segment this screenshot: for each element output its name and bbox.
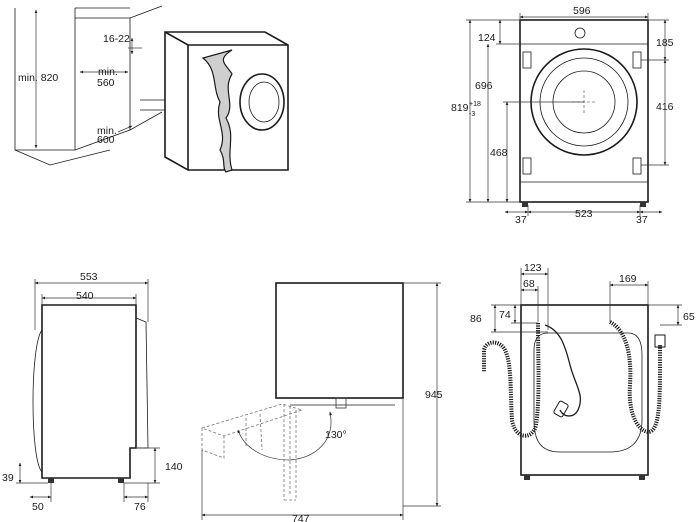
door-open-panel-c (245, 413, 263, 451)
label-side-foot-offset: 50 (32, 501, 44, 513)
niche-back-panel (74, 17, 131, 151)
side-rear-bulge (135, 317, 149, 449)
label-niche-depth-1: min. (98, 66, 118, 78)
label-side-step-height: 140 (165, 461, 183, 473)
inlet-hose-icon (608, 320, 662, 435)
porthole-inner-icon (248, 81, 280, 123)
front-view: 596 124 185 696 819 +18 -3 416 468 37 52… (451, 5, 674, 226)
bracket-bottom-right-icon (632, 157, 642, 175)
label-front-right-top: 185 (656, 37, 674, 49)
selector-knob-icon (574, 27, 586, 39)
label-niche-width-1: min. (97, 125, 117, 137)
label-front-total-height-minus: -3 (469, 111, 475, 118)
label-foot-left: 37 (515, 214, 527, 226)
label-door-angle: 130° (325, 429, 347, 441)
niche-installation-view: min. 820 16-22 min. 560 min. 600 (14, 5, 289, 173)
label-niche-height: min. 820 (18, 72, 58, 84)
label-door-reach: 747 (292, 513, 310, 522)
door-hinge-icon (335, 397, 347, 409)
door-open-panel-a (200, 403, 304, 437)
rear-foot-left (524, 475, 530, 480)
rear-view: 123 68 86 74 169 65 (470, 262, 695, 480)
bracket-top-right-icon (632, 51, 642, 69)
side-view: 553 540 39 50 140 76 (2, 271, 183, 513)
door-view-body (275, 282, 404, 399)
side-body (41, 304, 137, 479)
front-foot-right (640, 202, 646, 207)
bracket-top-left-icon (522, 51, 532, 69)
machine-outline (164, 31, 289, 171)
label-rear-86: 86 (470, 313, 482, 325)
side-foot-front (48, 478, 54, 483)
rear-access-panel (533, 332, 643, 453)
label-rear-65: 65 (683, 311, 695, 323)
label-foot-span: 523 (575, 208, 593, 220)
label-rear-68: 68 (523, 278, 535, 290)
label-front-body-height: 696 (475, 80, 493, 92)
label-side-depth-total: 553 (80, 271, 98, 283)
rear-foot-right (639, 475, 645, 480)
dim-niche-width (117, 125, 133, 133)
label-side-depth-body: 540 (76, 290, 94, 302)
front-foot-left (522, 202, 528, 207)
door-swing-arc (237, 411, 332, 461)
label-side-step-depth: 76 (134, 501, 146, 513)
inlet-hose-connector-icon (654, 334, 666, 348)
machine-edges (164, 31, 288, 170)
label-niche-width-2: 600 (97, 134, 115, 146)
cut-away-panel (201, 49, 233, 173)
door-open-panel-b (201, 428, 225, 459)
label-niche-depth-2: 560 (97, 77, 115, 89)
label-front-top: 124 (478, 32, 496, 44)
porthole-outer-icon (239, 73, 285, 131)
label-front-left-mid: 468 (490, 147, 508, 159)
power-cable-icon (544, 324, 582, 417)
label-front-total-height-plus: +18 (469, 101, 481, 108)
bracket-bottom-left-icon (522, 157, 532, 175)
niche-shelf-lines (140, 99, 165, 111)
label-front-right-mid: 416 (656, 101, 674, 113)
label-door-total-height: 945 (425, 389, 443, 401)
label-foot-right: 37 (636, 214, 648, 226)
rear-body (520, 304, 649, 476)
label-front-width: 596 (573, 5, 591, 17)
front-body (519, 19, 649, 203)
label-side-foot-height: 39 (2, 472, 14, 484)
niche-perspective-lines (14, 5, 163, 166)
door-closed-panel-lines (283, 404, 297, 500)
label-niche-gap: 16-22 (103, 33, 130, 45)
power-plug-icon (553, 400, 569, 418)
drain-hose-icon (482, 322, 541, 438)
label-rear-169: 169 (619, 273, 637, 285)
door-swing-view: 945 130° 747 (200, 282, 443, 522)
label-front-total-height: 819 (451, 102, 469, 114)
label-rear-74: 74 (499, 309, 511, 321)
label-rear-123: 123 (524, 262, 542, 274)
niche-left-panel (14, 8, 76, 151)
side-door-profile (32, 329, 43, 473)
side-foot-rear (118, 478, 124, 483)
